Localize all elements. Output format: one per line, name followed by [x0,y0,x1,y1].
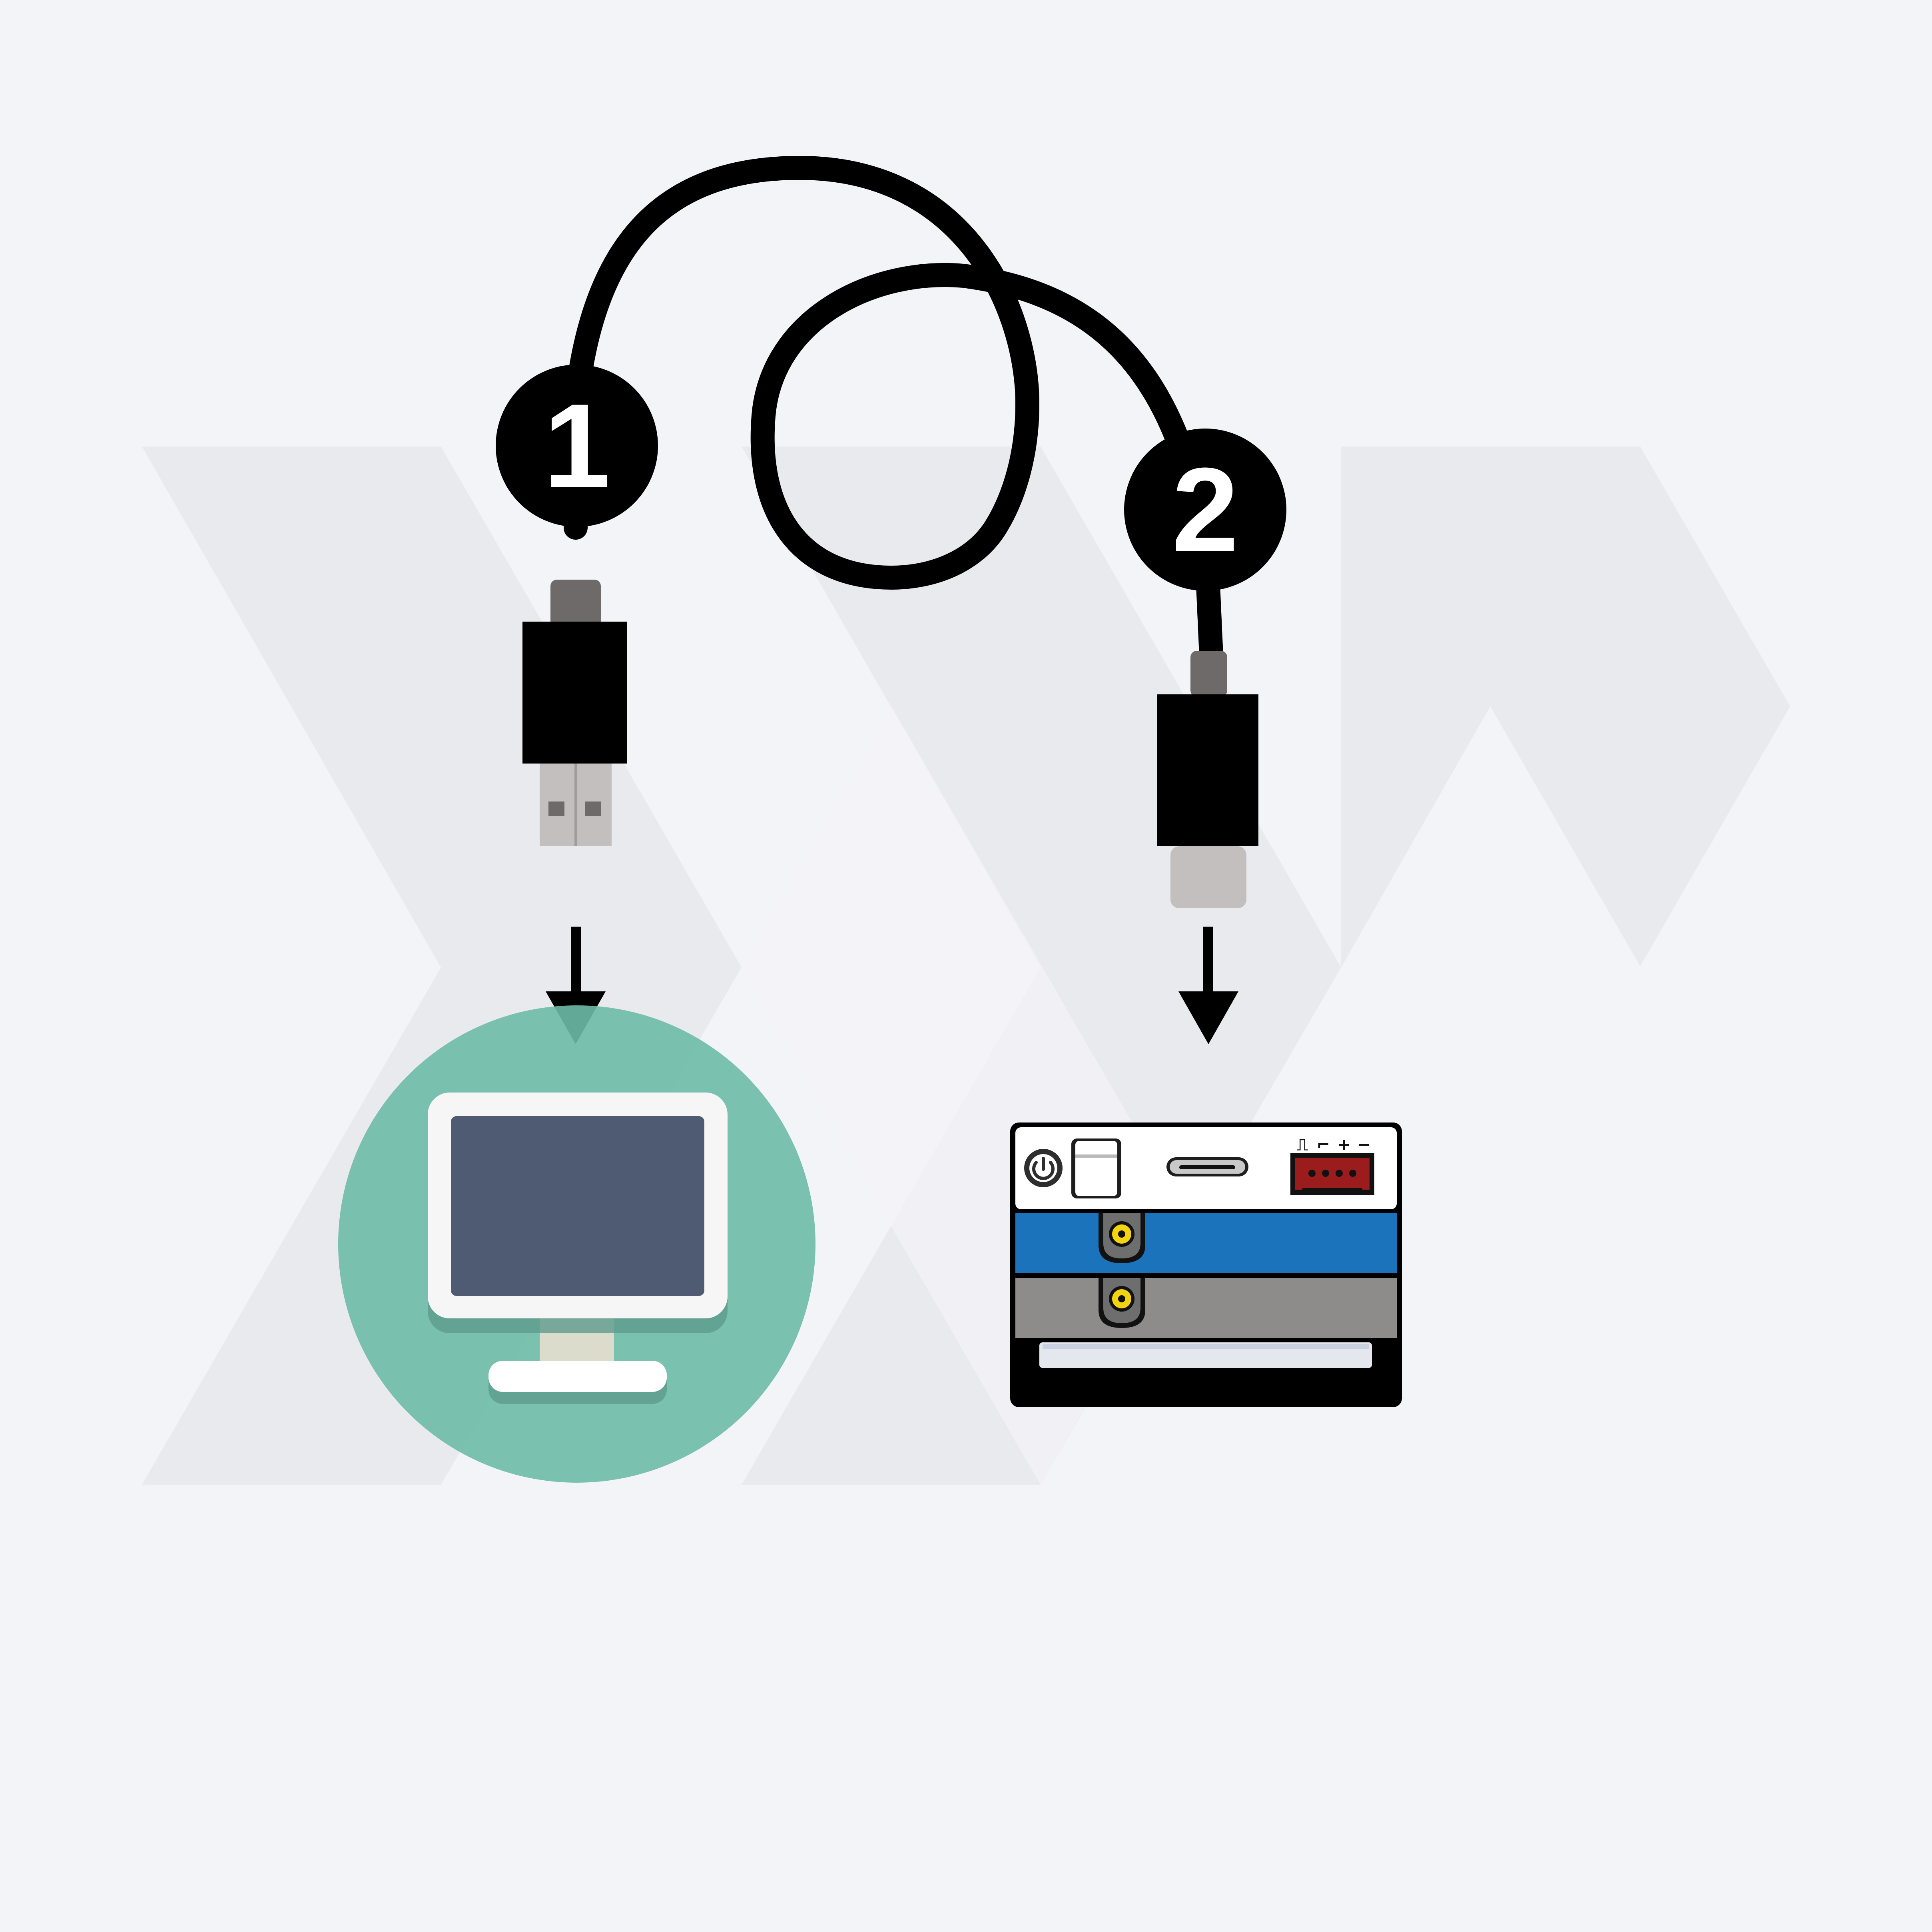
arrow-to-device [1178,927,1238,1044]
port-labels: ⎍ ⌐ + − [1297,1136,1371,1154]
step-2-number: 2 [1172,443,1239,577]
usb-c-port [1166,1157,1248,1176]
rca-jack-2 [1099,1278,1145,1328]
rca-jack-1 [1099,1213,1145,1263]
device-blue-band [1015,1213,1397,1273]
card-slot [1071,1138,1121,1198]
step-1-number: 1 [544,379,610,513]
power-icon [1024,1149,1063,1187]
usb-a-plug-icon [522,580,627,846]
usb-c-plug-icon [1157,651,1258,908]
computer-icon-group [338,1005,815,1483]
step-2-badge: 2 [1124,429,1286,591]
port-label-minus: − [1357,1136,1371,1154]
step-1-badge: 1 [496,365,658,527]
port-label-plus: + [1337,1136,1351,1154]
usb-cable [564,156,1223,668]
port-label-step: ⌐ [1316,1136,1330,1154]
desktop-monitor-icon [428,1093,728,1404]
controller-device-icon: ⎍ ⌐ + − [1010,1123,1402,1407]
port-label-pulse: ⎍ [1297,1136,1308,1154]
terminal-connector [1290,1153,1374,1195]
device-gray-band [1015,1278,1397,1338]
